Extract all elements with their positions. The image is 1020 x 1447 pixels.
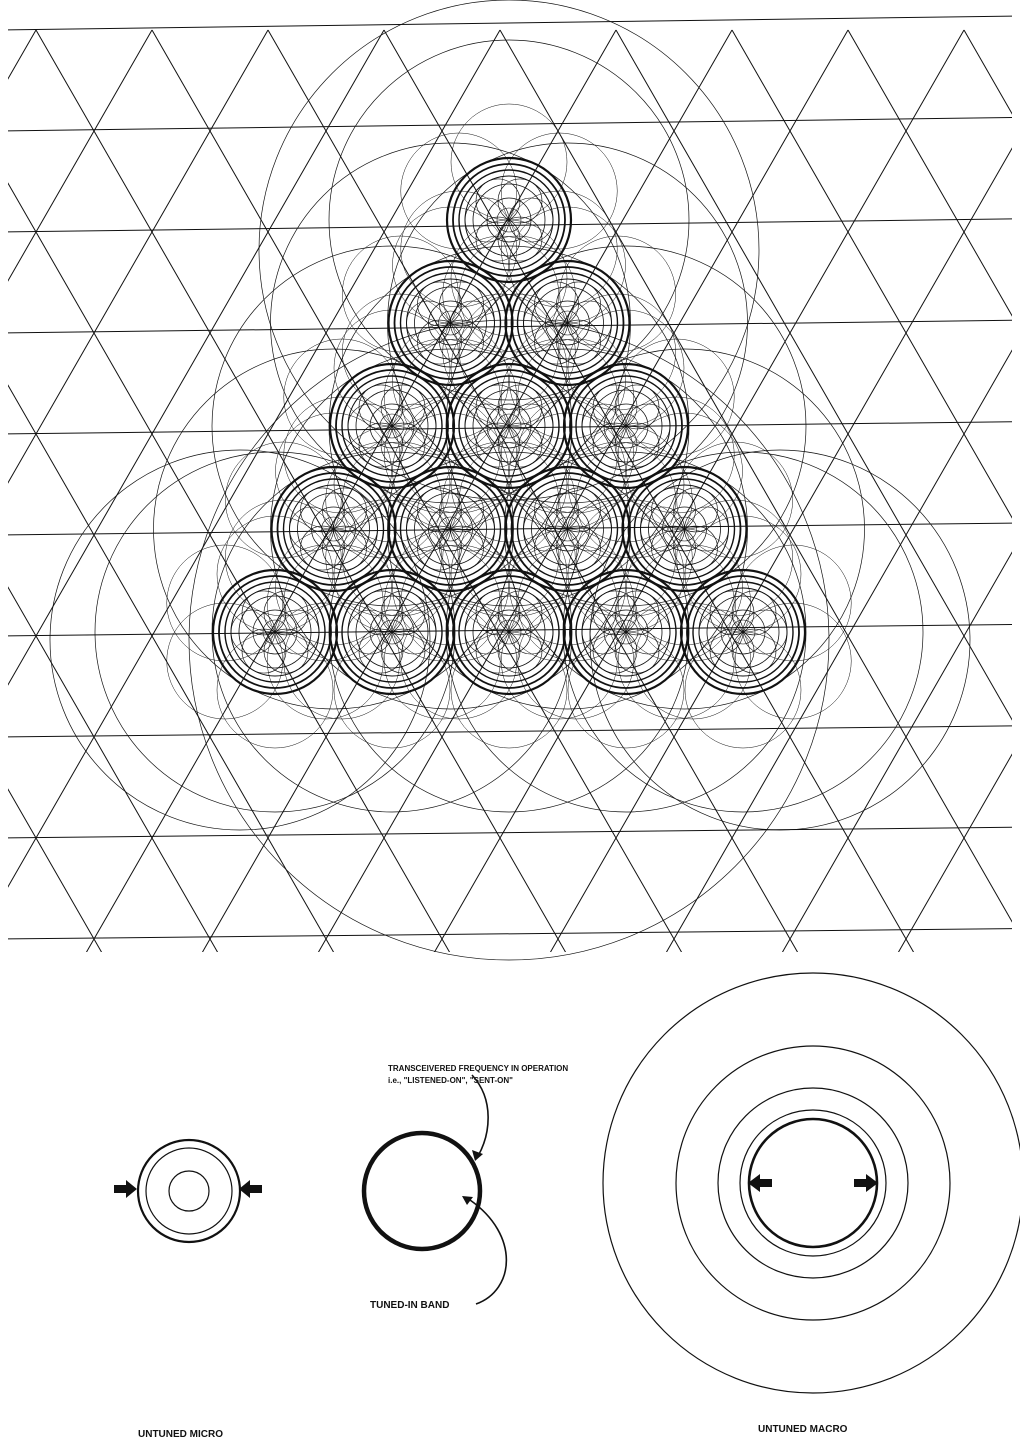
grid-diagonal-line <box>506 30 1020 1030</box>
micro-ring-outer <box>138 1140 240 1242</box>
grid-horizontal-line <box>0 726 1020 737</box>
micro-ring-inner <box>169 1171 209 1211</box>
grid-diagonal-line <box>0 30 268 1030</box>
grid-horizontal-line <box>0 523 1020 535</box>
grid-diagonal-line <box>0 30 384 1030</box>
untuned-macro-figure <box>603 973 1020 1393</box>
outer-circle <box>590 450 970 830</box>
grid-diagonal-line <box>274 30 848 1030</box>
tuned-in-band-label: TUNED-IN BAND <box>370 1300 449 1311</box>
grid-diagonal-line <box>732 30 1020 1030</box>
triangular-grid <box>0 16 1020 1030</box>
grid-diagonal-line <box>0 30 30 1030</box>
grid-horizontal-line <box>0 320 1020 333</box>
inward-right-arrow-icon <box>854 1174 878 1192</box>
grid-diagonal-line <box>0 30 152 1030</box>
grid-diagonal-line <box>0 30 146 1030</box>
tuned-band-figure <box>364 1075 506 1304</box>
grid-diagonal-line <box>970 30 1020 1030</box>
macro-ring-2 <box>676 1046 950 1320</box>
left-arrow-icon <box>114 1180 137 1198</box>
macro-ring-1 <box>603 973 1020 1393</box>
grid-diagonal-line <box>0 30 36 1030</box>
grid-diagonal-line <box>738 30 1020 1030</box>
operation-pointer-arrowhead-icon <box>472 1150 483 1161</box>
grid-diagonal-line <box>0 30 262 1030</box>
operation-label-line2: i.e., "LISTENED-ON", "SENT-ON" <box>388 1076 513 1085</box>
grid-horizontal-line <box>0 929 1020 939</box>
operation-pointer <box>472 1075 488 1156</box>
grid-diagonal-line <box>622 30 1020 1030</box>
grid-diagonal-line <box>964 30 1020 1030</box>
macro-ring-3 <box>718 1088 908 1278</box>
grid-horizontal-line <box>0 117 1020 131</box>
untuned-micro-figure <box>114 1140 262 1242</box>
outer-circle <box>189 320 829 960</box>
micro-ring-middle <box>146 1148 232 1234</box>
untuned-macro-label: UNTUNED MACRO <box>758 1424 848 1435</box>
operation-label-line1: TRANSCEIVERED FREQUENCY IN OPERATION <box>388 1064 568 1073</box>
inward-left-arrow-icon <box>748 1174 772 1192</box>
untuned-micro-label: UNTUNED MICRO <box>138 1429 223 1440</box>
tuned-band-circle <box>364 1133 480 1249</box>
grid-diagonal-line <box>854 30 1020 1030</box>
grid-diagonal-line <box>42 30 616 1030</box>
right-arrow-icon <box>239 1180 262 1198</box>
grid-horizontal-line <box>0 16 1020 30</box>
